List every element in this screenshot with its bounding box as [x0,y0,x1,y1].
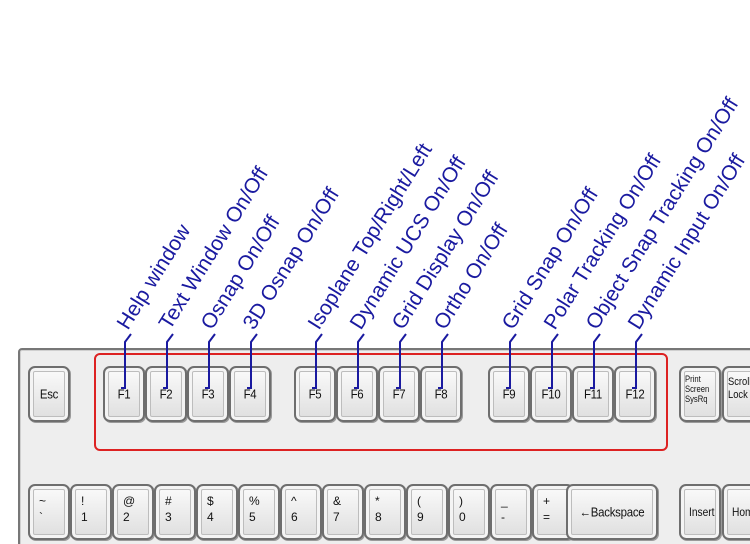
key-f11: F11 [572,366,614,422]
print-label: Print [685,374,701,384]
key-number-2: @2 [112,484,154,540]
key-shift-symbol: ( [417,494,421,508]
key-f8: F8 [420,366,462,422]
leader-line-7 [396,333,407,389]
function-keys-highlight [94,353,668,451]
sysrq-label: SysRq [685,394,708,404]
key-shift-symbol: & [333,494,342,508]
key-shift-symbol: ) [459,494,463,508]
key-f5-label: F5 [308,386,322,402]
key-f7-label: F7 [392,386,406,402]
scroll-label: Scroll [728,376,750,388]
key-esc: Esc [28,366,70,422]
key-f10-label: F10 [541,386,561,402]
leader-line-5 [312,333,323,389]
key-esc-label: Esc [39,386,59,402]
leader-line-11 [590,333,601,389]
key-number-4: $4 [196,484,238,540]
leader-line-8 [438,333,449,389]
key-f4-label: F4 [243,386,257,402]
key-insert: Insert [679,484,721,540]
key-shift-symbol: % [249,494,260,508]
lock-label: Lock [728,389,748,401]
key-number-7: &7 [322,484,364,540]
leader-line-6 [354,333,365,389]
key-number-5: %5 [238,484,280,540]
key-f9-label: F9 [502,386,516,402]
key-f6-label: F6 [350,386,364,402]
key-backspace-label: ←Backspace [579,504,645,520]
key-number-11: _- [490,484,532,540]
key-number-9: (9 [406,484,448,540]
key-f2-label: F2 [159,386,173,402]
key-number-6: ^6 [280,484,322,540]
leader-line-1 [121,333,132,389]
key-base-symbol: 3 [165,510,172,524]
key-base-symbol: 4 [207,510,214,524]
key-number-3: #3 [154,484,196,540]
leader-line-3 [205,333,216,389]
key-print-screen-label: Print Screen SysRq [685,374,712,404]
leader-line-12 [632,333,643,389]
key-home-label: Home [732,505,750,519]
key-shift-symbol: $ [207,494,214,508]
key-scroll-lock: Scroll Lock [722,366,750,422]
key-base-symbol: 9 [417,510,424,524]
key-scroll-lock-label: Scroll Lock [728,376,750,402]
key-f11-label: F11 [583,386,603,402]
key-f3-label: F3 [201,386,215,402]
key-f12-label: F12 [625,386,645,402]
key-base-symbol: 2 [123,510,130,524]
key-shift-symbol: @ [123,494,136,508]
key-shift-symbol: + [543,494,551,508]
key-backspace: ←Backspace [566,484,658,540]
key-insert-label: Insert [689,505,715,519]
key-number-10: )0 [448,484,490,540]
key-shift-symbol: ! [81,494,85,508]
leader-line-4 [247,333,258,389]
leader-line-9 [506,333,517,389]
key-base-symbol: 6 [291,510,298,524]
key-number-0: ~` [28,484,70,540]
key-number-8: *8 [364,484,406,540]
key-base-symbol: ` [39,510,43,524]
key-base-symbol: - [501,510,505,524]
key-f1-label: F1 [117,386,131,402]
key-print-screen: Print Screen SysRq [679,366,721,422]
key-shift-symbol: ~ [39,494,47,508]
key-number-1: !1 [70,484,112,540]
key-base-symbol: 8 [375,510,382,524]
leader-line-10 [548,333,559,389]
key-base-symbol: 7 [333,510,340,524]
key-home: Home [722,484,750,540]
key-shift-symbol: # [165,494,172,508]
key-shift-symbol: _ [501,494,508,508]
leader-line-2 [163,333,174,389]
screen-label: Screen [685,384,710,394]
key-base-symbol: = [543,510,551,524]
key-base-symbol: 5 [249,510,256,524]
key-shift-symbol: ^ [291,494,297,508]
key-base-symbol: 1 [81,510,88,524]
key-base-symbol: 0 [459,510,466,524]
key-shift-symbol: * [375,494,380,508]
key-f8-label: F8 [434,386,448,402]
